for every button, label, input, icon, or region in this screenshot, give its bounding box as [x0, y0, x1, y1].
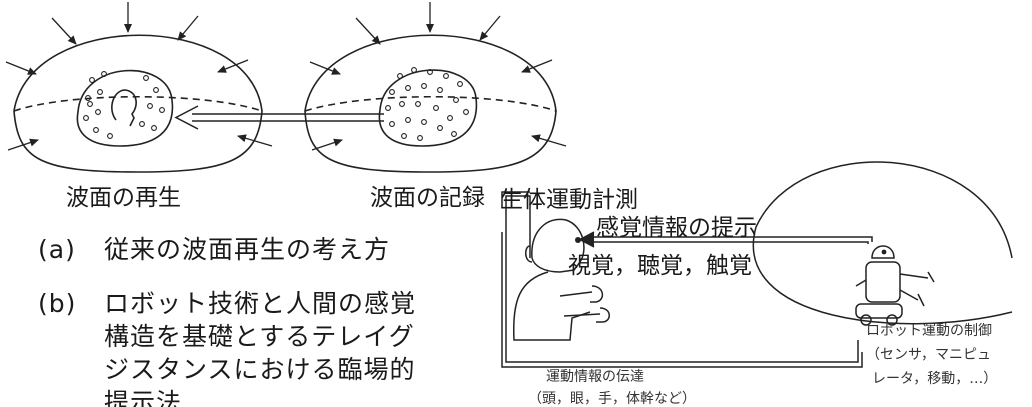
label-motion-info-transmission: 運動情報の伝達: [546, 369, 644, 385]
left-dome-horizon: [13, 95, 263, 112]
sensory-feedback-line: [586, 236, 873, 242]
robot-arm-upper: [899, 271, 935, 283]
left-dome-arrows: [5, 2, 273, 151]
robot-arm-left: [855, 279, 867, 287]
robot-head: [871, 245, 895, 259]
robot-dome: [755, 161, 1013, 259]
robot-dome-ground: [752, 226, 1013, 325]
caption-b: (b) ロボット技術と人間の感覚 構造を基礎とするテレイグ ジスタンスにおける臨場…: [38, 287, 416, 407]
left-inner-blob: [76, 69, 174, 147]
human-hand-upper: [590, 285, 604, 303]
label-sensory-info-presentation: 感覚情報の提示: [596, 215, 757, 241]
label-senses: 視覚，聴覚，触覚: [568, 253, 752, 279]
label-robot-motion-detail-2: レータ，移動，…）: [872, 371, 998, 387]
caption-a-mark: (a): [38, 235, 76, 264]
caption-a-text: 従来の波面再生の考え方: [104, 235, 391, 264]
caption-b-line1: ロボット技術と人間の感覚: [104, 289, 417, 318]
motion-inner-loop: [505, 232, 859, 363]
right-inner-blob: [378, 69, 478, 147]
label-robot-motion-control: ロボット運動の制御: [866, 323, 992, 339]
human-arm-lower: [563, 313, 601, 317]
caption-b-mark: (b): [38, 289, 77, 318]
label-wavefront-recording: 波面の記録: [370, 185, 485, 211]
caption-b-line4: 提示法: [104, 388, 183, 407]
right-dome-outline: [304, 34, 557, 173]
human-body: [512, 271, 591, 341]
transfer-arrow: [174, 105, 384, 130]
robot-arm-lower: [899, 289, 925, 307]
caption-a: (a) 従来の波面再生の考え方: [38, 230, 390, 266]
caption-b-line2: 構造を基礎とするテレイグ: [104, 322, 415, 351]
label-wavefront-reproduction: 波面の再生: [66, 185, 181, 211]
right-dome-horizon: [304, 95, 557, 112]
measurement-top-inner: [505, 195, 531, 258]
sensory-arrowhead: [578, 231, 595, 248]
human-head-silhouette: [111, 89, 137, 127]
robot-wheel-right: [886, 314, 898, 326]
human-eye: [575, 237, 581, 243]
measurement-loop: [501, 232, 863, 368]
label-motion-info-detail: （頭，眼，手，体幹など）: [528, 391, 696, 407]
human-ear: [525, 245, 533, 263]
wavefront-dots: [83, 67, 469, 141]
human-hand-lower: [596, 307, 610, 323]
sensory-feedback-line-2: [586, 241, 869, 244]
robot-wheel-left: [860, 314, 872, 326]
robot-base: [855, 303, 903, 319]
right-dome-arrows: [309, 2, 567, 151]
robot-eye: [881, 249, 887, 255]
measurement-top: [501, 191, 530, 208]
label-robot-motion-detail-1: （センサ，マニピュ: [866, 347, 992, 363]
caption-b-line3: ジスタンスにおける臨場的: [104, 355, 416, 384]
robot-body: [865, 261, 901, 303]
left-dome-outline: [13, 34, 263, 173]
label-body-motion-measurement: 生体運動計測: [500, 187, 638, 213]
human-arm-upper: [559, 291, 593, 297]
